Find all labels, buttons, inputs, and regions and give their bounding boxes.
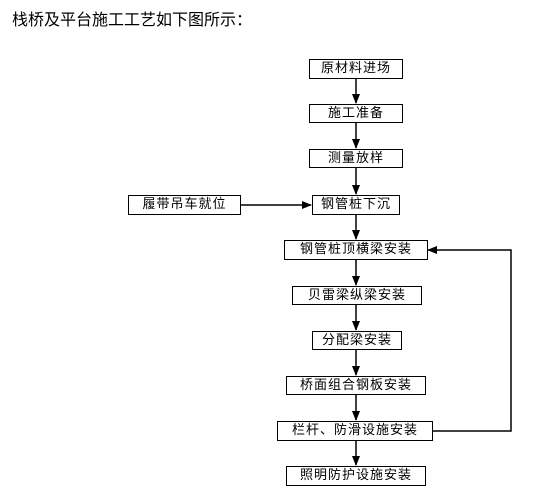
step-deck-steel-plate: 桥面组合钢板安装 xyxy=(286,376,426,395)
arrow-railing-loop-to-crossbeam xyxy=(427,246,512,432)
step-raw-material: 原材料进场 xyxy=(309,59,403,79)
step-pile-top-crossbeam: 钢管桩顶横梁安装 xyxy=(284,240,428,260)
step-survey-layout: 测量放样 xyxy=(309,149,403,168)
step-pile-sinking: 钢管桩下沉 xyxy=(312,195,400,215)
step-bailey-longitudinal-beam: 贝雷梁纵梁安装 xyxy=(292,286,422,305)
step-construction-prep: 施工准备 xyxy=(309,104,403,123)
step-railing-antiskid: 栏杆、防滑设施安装 xyxy=(277,421,433,441)
page-title: 栈桥及平台施工工艺如下图所示： xyxy=(12,10,253,29)
step-crawler-crane: 履带吊车就位 xyxy=(128,195,241,215)
step-lighting-protection: 照明防护设施安装 xyxy=(286,466,426,486)
step-distribution-beam: 分配梁安装 xyxy=(312,331,402,350)
